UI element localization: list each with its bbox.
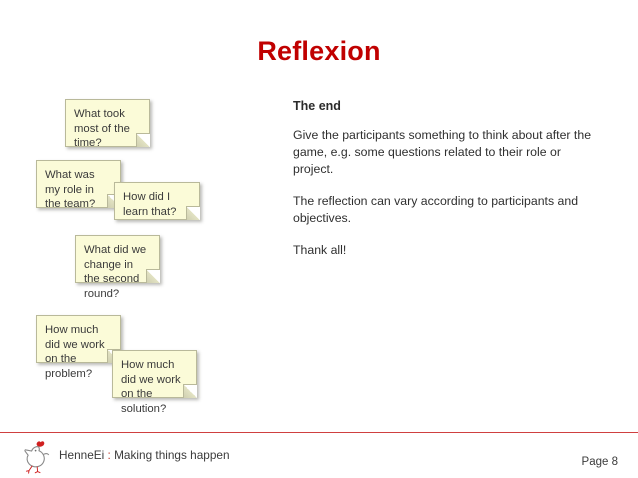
sticky-notes-group: What took most of the time? What was my … [0, 0, 280, 420]
body-text-column: The end Give the participants something … [293, 98, 593, 259]
folded-corner-icon [146, 269, 160, 283]
body-paragraph: The reflection can vary according to par… [293, 194, 579, 225]
footer-separator: : [104, 448, 115, 462]
body-paragraph: Give the participants something to think… [293, 128, 592, 176]
sticky-note[interactable]: How much did we work on the problem? [36, 315, 121, 380]
sticky-note-text: How much did we work on the solution? [121, 359, 181, 415]
footer-tagline: Making things happen [114, 448, 230, 462]
folded-corner-icon [186, 206, 200, 220]
sticky-note[interactable]: How much did we work on the solution? [112, 350, 197, 415]
sticky-note[interactable]: What did we change in the second round? [75, 235, 160, 300]
sticky-note-text: How much did we work on the problem? [45, 324, 105, 380]
folded-corner-icon [183, 384, 197, 398]
body-heading: The end [293, 99, 341, 113]
sticky-note-text: How did I learn that? [123, 191, 177, 218]
page-title: Reflexion [257, 36, 381, 66]
folded-corner-icon [136, 133, 150, 147]
footer-brand-text: HenneEi : Making things happen [59, 448, 230, 462]
sticky-note-text: What did we change in the second round? [84, 244, 147, 300]
sticky-note[interactable]: What was my role in the team? [36, 160, 121, 210]
footer-divider [0, 432, 638, 433]
page-number: Page 8 [581, 456, 618, 468]
sticky-note-text: What took most of the time? [74, 108, 130, 149]
body-paragraph: Thank all! [293, 243, 347, 257]
hen-logo-icon [13, 437, 55, 475]
sticky-note[interactable]: What took most of the time? [65, 99, 150, 149]
sticky-note[interactable]: How did I learn that? [114, 182, 200, 220]
footer-brand: HenneEi [59, 448, 105, 462]
sticky-note-text: What was my role in the team? [45, 169, 96, 210]
